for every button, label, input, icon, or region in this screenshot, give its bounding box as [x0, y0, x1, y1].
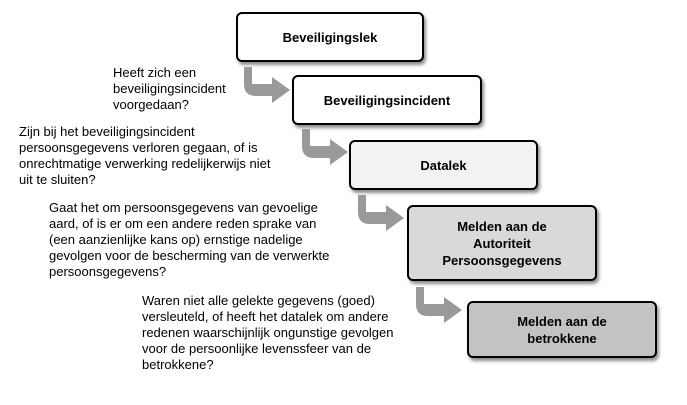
- step-label: Datalek: [420, 157, 467, 173]
- step-box-melden-autoriteit: Melden aan de Autoriteit Persoonsgegeven…: [407, 205, 597, 281]
- step-box-melden-betrokkene: Melden aan de betrokkene: [467, 301, 657, 358]
- step-label: Melden aan de Autoriteit Persoonsgegeven…: [442, 218, 562, 268]
- curved-arrow-icon: [302, 129, 348, 165]
- step-box-datalek: Datalek: [349, 140, 538, 190]
- step-box-beveiligingslek: Beveiligingslek: [236, 12, 424, 62]
- question-text: Gaat het om persoonsgegevens van gevoeli…: [49, 200, 330, 279]
- curved-arrow-icon: [358, 195, 404, 231]
- step-label: Melden aan de betrokkene: [517, 313, 607, 346]
- question-text: Zijn bij het beveiligingsincident persoo…: [19, 124, 271, 187]
- step-label: Beveiligingsincident: [323, 92, 451, 108]
- step-box-beveiligingsincident: Beveiligingsincident: [292, 75, 482, 125]
- question-text: Heeft zich een beveiligingsincident voor…: [113, 65, 226, 112]
- curved-arrow-icon: [416, 287, 462, 323]
- curved-arrow-icon: [244, 67, 290, 103]
- question-text: Waren niet alle gelekte gegevens (goed) …: [142, 293, 394, 372]
- step-label: Beveiligingslek: [282, 29, 378, 45]
